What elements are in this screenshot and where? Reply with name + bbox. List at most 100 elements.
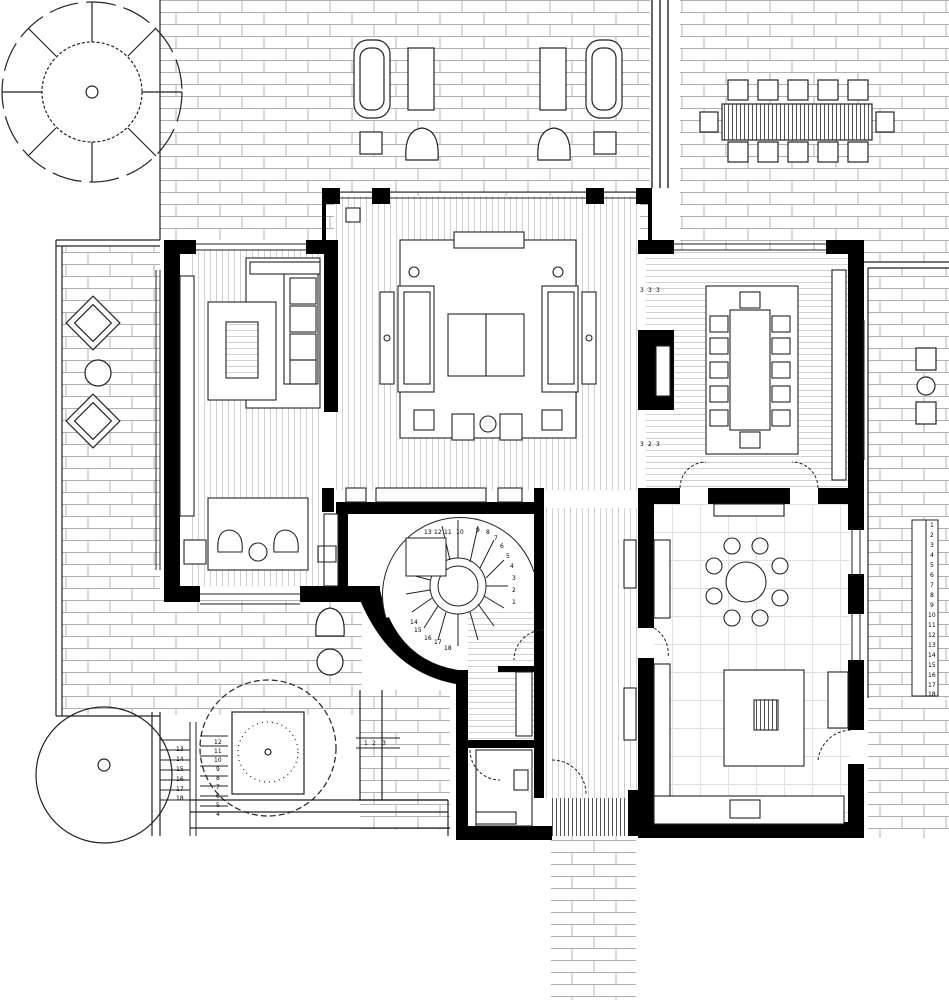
outdoor-dining-set	[699, 79, 895, 163]
stair-step-number: 4	[930, 552, 934, 559]
stair-step-number: 8	[486, 529, 490, 536]
stair-step-number: 11	[214, 748, 222, 755]
southeast-paving	[868, 700, 949, 838]
stair-step-number: 3	[382, 740, 386, 747]
stair-step-number: 5	[506, 553, 510, 560]
spiral-stair-numbers: 1 2 3 4 5 6 7 8 9 10 11 12 13 14 15 16 1…	[410, 527, 516, 652]
entry-doormat	[551, 796, 636, 836]
stair-step-number: 18	[928, 691, 936, 698]
terrace-edges	[55, 0, 949, 836]
stair-step-number: 6	[500, 543, 504, 550]
stair-step-number: 1	[512, 599, 516, 606]
garden-stair-top-numbers: 1 2 3	[364, 740, 386, 747]
stair-step-number: 2	[512, 587, 516, 594]
stair-step-number: 7	[930, 582, 934, 589]
door-mark: 3	[656, 441, 660, 448]
stair-step-number: 18	[176, 795, 184, 802]
door-mark: 3	[656, 287, 660, 294]
tree-canopy-northwest	[1, 1, 183, 183]
garden-stair-left	[160, 722, 197, 836]
southwest-terrace-paving	[62, 600, 362, 715]
stair-step-number: 9	[930, 602, 934, 609]
stair-step-number: 9	[216, 766, 220, 773]
garden-stair-right-numbers: 12 11 10 9 8 7 6 5 4	[214, 739, 222, 818]
stair-step-number: 8	[930, 592, 934, 599]
stair-step-number: 17	[434, 639, 442, 646]
stair-step-number: 15	[928, 662, 936, 669]
stair-step-number: 1	[364, 740, 368, 747]
stair-step-number: 1	[930, 522, 934, 529]
stair-step-number: 2	[372, 740, 376, 747]
entry-walkway-paving	[551, 836, 636, 1000]
door-swings	[469, 461, 853, 795]
stair-step-number: 7	[494, 535, 498, 542]
stair-step-number: 6	[216, 793, 220, 800]
terrace-divider-strip	[651, 0, 669, 188]
stair-step-number: 15	[176, 766, 184, 773]
stair-step-number: 6	[930, 572, 934, 579]
dining-room-furniture	[655, 269, 847, 481]
garden-stair-top	[356, 737, 400, 749]
stair-step-number: 13	[928, 642, 936, 649]
stair-step-number: 15	[414, 627, 422, 634]
garden-stair-left-numbers: 13 14 15 16 17 18	[176, 746, 184, 802]
stair-step-number: 18	[444, 645, 452, 652]
stair-step-number: 11	[928, 622, 936, 629]
stair-step-number: 17	[928, 682, 936, 689]
door-mark: 3	[640, 441, 644, 448]
patio-chair-south	[315, 607, 345, 676]
stair-step-number: 14	[176, 756, 184, 763]
door-mark: 2	[648, 441, 652, 448]
stair-step-number: 3	[930, 542, 934, 549]
stair-step-number: 4	[216, 811, 220, 818]
terrace-stair-right	[911, 519, 939, 697]
stair-step-number: 12	[928, 632, 936, 639]
stair-step-number: 10	[214, 757, 222, 764]
sun-lounger-left	[353, 39, 391, 119]
side-table-left	[407, 47, 435, 111]
stair-step-number: 8	[216, 775, 220, 782]
stair-step-number: 16	[928, 672, 936, 679]
east-terrace-furniture	[915, 347, 937, 425]
stair-step-number: 4	[510, 563, 514, 570]
south-path-paving	[360, 690, 450, 830]
garden-stair-right	[200, 735, 228, 807]
stair-step-number: 11	[444, 529, 452, 536]
stair-step-number: 5	[216, 802, 220, 809]
stair-step-number: 16	[424, 635, 432, 642]
outdoor-loungers	[353, 39, 623, 161]
window-lines	[155, 191, 869, 660]
spiral-stair	[382, 517, 535, 646]
tree-canopy-southwest	[35, 706, 173, 844]
stair-step-number: 13	[176, 746, 184, 753]
stair-step-number: 17	[176, 786, 184, 793]
stair-step-number: 13	[424, 529, 432, 536]
kitchen-furniture	[653, 503, 849, 825]
stair-step-number: 10	[456, 529, 464, 536]
door-mark: 3	[640, 287, 644, 294]
stair-step-number: 5	[930, 562, 934, 569]
tree-canopy-garden	[199, 679, 337, 817]
door-mark: 3	[648, 287, 652, 294]
terrace-stair-right-numbers: 1 2 3 4 5 6 7 8 9 10 11 12 13 14 15 16 1…	[928, 522, 936, 698]
kitchen-floor	[654, 504, 850, 832]
stair-step-number: 12	[434, 529, 442, 536]
stair-step-number: 14	[410, 619, 418, 626]
stair-step-number: 12	[214, 739, 222, 746]
living-room-furniture	[345, 207, 597, 503]
stair-step-number: 10	[928, 612, 936, 619]
stair-step-number: 16	[176, 776, 184, 783]
stair-step-number: 7	[216, 784, 220, 791]
side-table-right	[539, 47, 567, 111]
west-terrace-furniture	[65, 295, 121, 449]
sun-lounger-right	[585, 39, 623, 119]
study-furniture	[179, 257, 339, 587]
walls	[164, 188, 864, 840]
stair-step-number: 3	[512, 575, 516, 582]
stair-step-number: 14	[928, 652, 936, 659]
stair-step-number: 2	[930, 532, 934, 539]
door-marks: 3 3 3 3 2 3	[640, 287, 660, 448]
hall-cabinets	[475, 539, 637, 827]
outdoor-dining-table	[721, 103, 873, 141]
